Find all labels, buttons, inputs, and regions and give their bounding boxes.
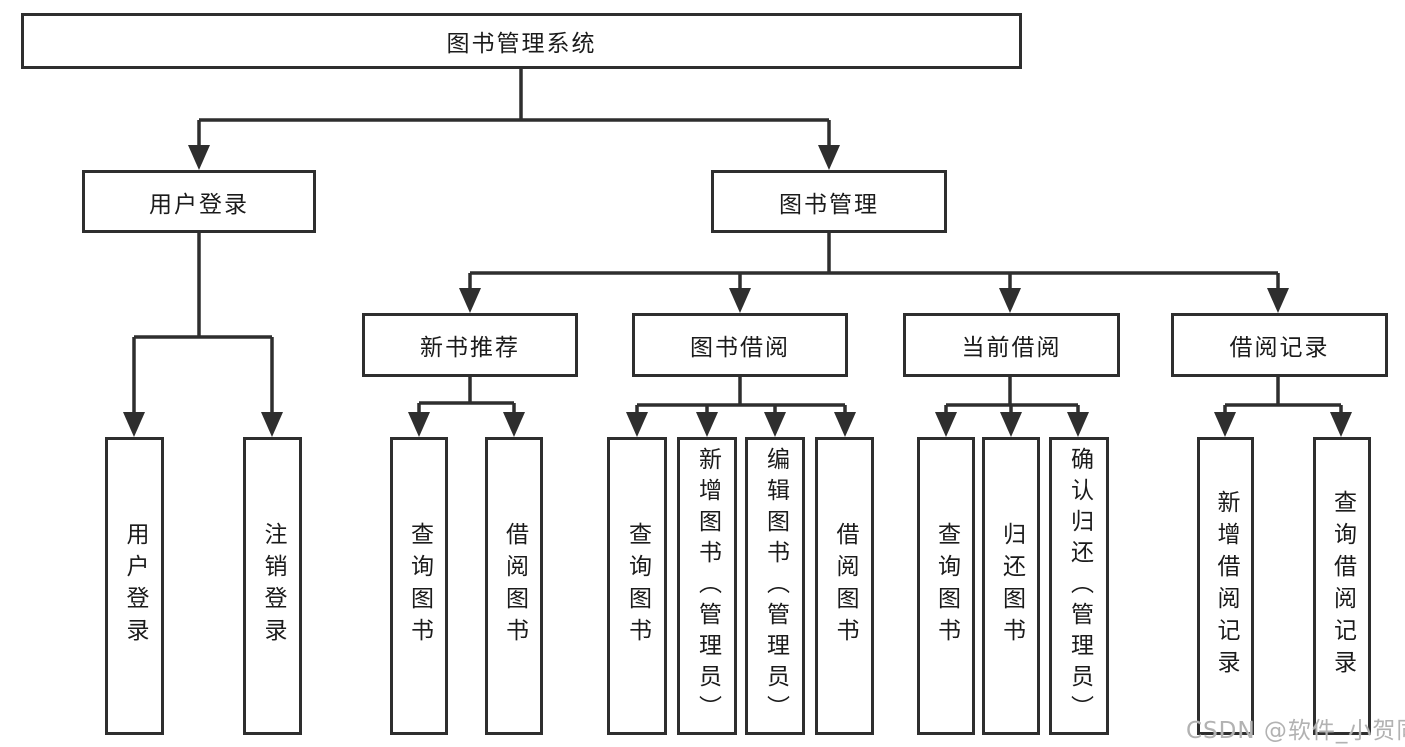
leaf-borrow-book-1-label: 借阅图书 [501,522,528,650]
node-new-book-recommend: 新书推荐 [362,313,578,377]
leaf-add-borrow-record-label: 新增借阅记录 [1213,490,1239,682]
leaf-query-book-2: 查询图书 [607,437,667,735]
node-book-management: 图书管理 [711,170,947,233]
node-borrow-records: 借阅记录 [1171,313,1388,377]
node-book-borrow: 图书借阅 [632,313,848,377]
leaf-return-book-label: 归还图书 [998,522,1025,650]
node-user-login: 用户登录 [82,170,316,233]
leaf-edit-book-admin-label: 编辑图书（管理员） [762,446,789,726]
leaf-edit-book-admin: 编辑图书（管理员） [745,437,805,735]
leaf-add-book-admin-label: 新增图书（管理员） [694,446,721,726]
leaf-logout-label: 注销登录 [260,522,286,650]
node-current-borrow: 当前借阅 [903,313,1120,377]
node-root: 图书管理系统 [21,13,1022,69]
leaf-confirm-return-admin: 确认归还（管理员） [1049,437,1109,735]
leaf-query-book-3: 查询图书 [917,437,975,735]
leaf-query-borrow-record: 查询借阅记录 [1313,437,1371,735]
leaf-user-login-label: 用户登录 [122,522,148,650]
leaf-query-book-1-label: 查询图书 [406,522,433,650]
leaf-query-book-1: 查询图书 [390,437,448,735]
leaf-confirm-return-admin-label: 确认归还（管理员） [1066,446,1093,726]
leaf-query-borrow-record-label: 查询借阅记录 [1329,490,1356,682]
leaf-add-borrow-record: 新增借阅记录 [1197,437,1254,735]
leaf-query-book-3-label: 查询图书 [933,522,960,650]
leaf-borrow-book-2: 借阅图书 [815,437,874,735]
arrowheads [123,145,1352,437]
leaf-add-book-admin: 新增图书（管理员） [677,437,737,735]
leaf-logout: 注销登录 [243,437,302,735]
leaf-borrow-book-1: 借阅图书 [485,437,543,735]
leaf-borrow-book-2-label: 借阅图书 [832,522,858,650]
csdn-watermark: CSDN @软件_小贺同学 [1186,718,1405,744]
leaf-user-login: 用户登录 [105,437,164,735]
leaf-return-book: 归还图书 [982,437,1040,735]
leaf-query-book-2-label: 查询图书 [624,522,651,650]
